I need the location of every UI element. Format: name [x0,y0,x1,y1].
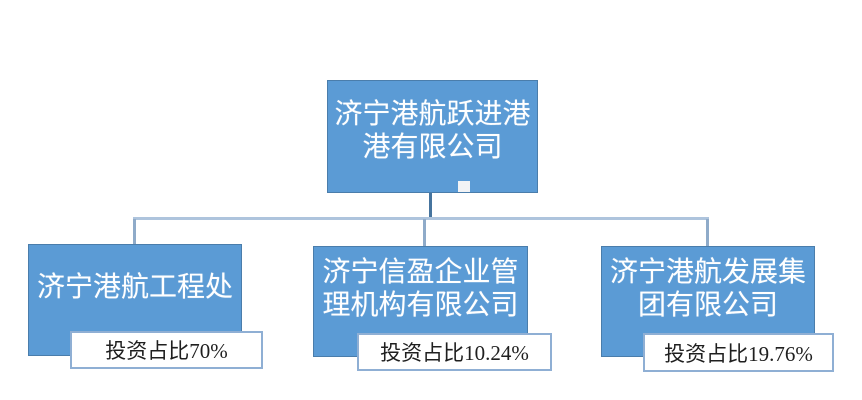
org-node-child-3-line1: 济宁港航发展集 [609,256,806,288]
investment-label-child-1: 投资占比70% [70,331,263,369]
investment-label-child-3: 投资占比19.76% [643,333,834,372]
investment-label-child-2: 投资占比10.24% [357,333,552,371]
org-node-root-line2: 港有限公司 [362,131,503,163]
connector-right-vertical [706,219,709,247]
investment-label-child-3-text: 投资占比19.76% [664,341,813,366]
org-node-child-1-line1: 济宁港航工程处 [36,271,233,303]
connector-root-vertical [429,193,432,219]
investment-label-child-2-text: 投资占比10.24% [380,341,529,365]
org-node-root-line1: 济宁港航跃进港 [334,98,531,130]
connector-middle-vertical [423,219,426,247]
org-node-child-2-line2: 理机构有限公司 [322,289,519,321]
selection-handle [458,181,470,192]
org-node-child-3-line2: 团有限公司 [637,289,778,321]
org-node-child-2-line1: 济宁信盈企业管 [322,256,519,288]
connector-left-vertical [133,219,136,245]
investment-label-child-1-text: 投资占比70% [105,339,228,363]
connector-horizontal [133,217,709,220]
org-node-root: 济宁港航跃进港 港有限公司 [327,80,538,193]
